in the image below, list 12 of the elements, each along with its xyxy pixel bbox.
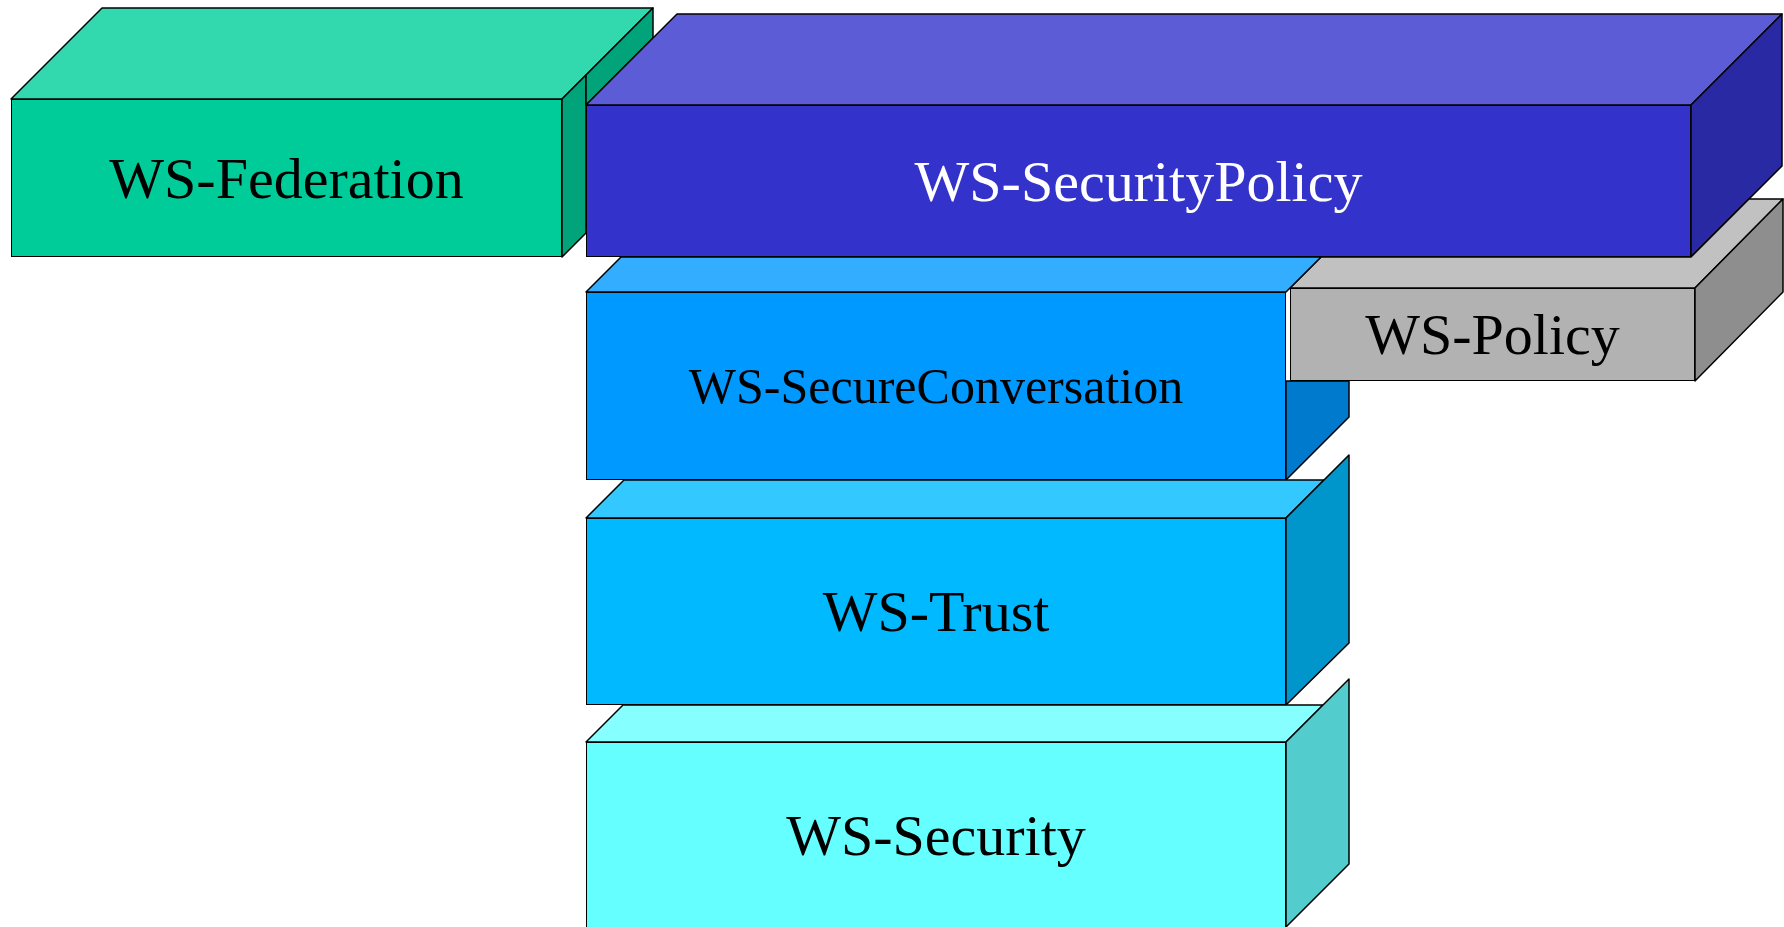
layer-label: WS-Federation xyxy=(109,144,464,212)
layer-block xyxy=(586,518,1286,705)
layer-block xyxy=(586,292,1286,480)
layer-label: WS-Trust xyxy=(822,578,1050,645)
layer-block xyxy=(1290,288,1695,381)
layer-block xyxy=(586,105,1691,257)
layer-label: WS-SecurityPolicy xyxy=(914,147,1363,215)
layer-label: WS-Security xyxy=(786,802,1086,869)
layer-block xyxy=(11,99,562,257)
layer-label: WS-SecureConversation xyxy=(688,357,1184,415)
layer-block xyxy=(586,742,1286,927)
layer-label: WS-Policy xyxy=(1365,301,1620,368)
